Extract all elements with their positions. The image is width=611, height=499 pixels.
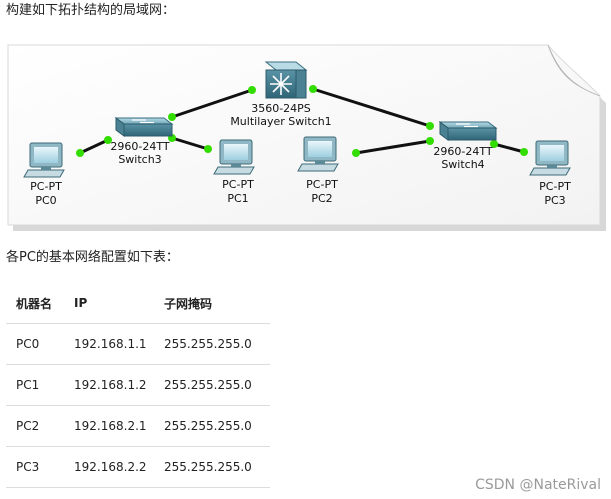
cell-hostname: PC1: [6, 364, 64, 406]
pc2-icon[interactable]: [297, 136, 339, 172]
port-dot: [426, 122, 434, 130]
table-row: PC1 192.168.1.2 255.255.255.0: [6, 364, 270, 406]
pc1-icon[interactable]: [213, 139, 255, 175]
port-dot: [168, 113, 176, 121]
port-dot: [490, 140, 498, 148]
cell-ip: 192.168.2.1: [64, 405, 154, 447]
column-header-subnet-mask: 子网掩码: [154, 283, 270, 324]
links: [79, 87, 525, 155]
pc3-type: PC-PT: [539, 180, 571, 193]
table-row: PC0 192.168.1.1 255.255.255.0: [6, 323, 270, 365]
cell-ip: 192.168.1.1: [64, 323, 154, 365]
cell-ip: 192.168.1.2: [64, 364, 154, 406]
port-dot: [76, 149, 84, 157]
cell-subnet-mask: 255.255.255.0: [154, 364, 270, 406]
cell-subnet-mask: 255.255.255.0: [154, 405, 270, 447]
link-pc2-switch4: [355, 139, 431, 155]
pc2-name: PC2: [311, 192, 332, 205]
paper-curl: [547, 44, 601, 97]
cell-hostname: PC0: [6, 323, 64, 365]
port-indicators: [76, 85, 528, 157]
switch3-model: 2960-24TT: [110, 140, 169, 153]
topology-diagram: 3560-24PS Multilayer Switch1 2960-24TT S…: [0, 40, 611, 235]
port-dot: [309, 85, 317, 93]
pc1-type: PC-PT: [222, 178, 254, 191]
table-row: PC2 192.168.2.1 255.255.255.0: [6, 405, 270, 447]
pc0-type: PC-PT: [30, 180, 62, 193]
switch4-icon[interactable]: [438, 121, 498, 141]
table-header-row: 机器名 IP 子网掩码: [6, 283, 270, 324]
column-header-ip: IP: [64, 283, 154, 324]
paper-background: [7, 44, 601, 226]
watermark: CSDN @NateRival: [475, 477, 601, 493]
port-dot: [520, 148, 528, 156]
core-switch-model: 3560-24PS: [251, 102, 311, 115]
pc3-name: PC3: [544, 194, 565, 207]
link-pc0-switch3: [79, 138, 109, 155]
pc0-name: PC0: [35, 194, 56, 207]
link-switch3-core: [171, 88, 253, 119]
port-dot: [426, 137, 434, 145]
pc3-icon[interactable]: [529, 140, 571, 176]
cell-hostname: PC2: [6, 405, 64, 447]
topology-svg: 3560-24PS Multilayer Switch1 2960-24TT S…: [7, 44, 606, 231]
link-switch3-pc1: [171, 136, 209, 151]
pc2-type: PC-PT: [306, 178, 338, 191]
multilayer-switch-icon[interactable]: [264, 61, 308, 99]
section-caption: 各PC的基本网络配置如下表：: [6, 250, 179, 265]
cell-hostname: PC3: [6, 446, 64, 488]
cell-ip: 192.168.2.2: [64, 446, 154, 488]
column-header-hostname: 机器名: [6, 283, 64, 324]
switch4-name: Switch4: [441, 158, 484, 171]
link-switch4-pc3: [493, 142, 525, 154]
port-dot: [104, 136, 112, 144]
port-dot: [248, 86, 256, 94]
cell-subnet-mask: 255.255.255.0: [154, 323, 270, 365]
intro-text: 构建如下拓扑结构的局域网：: [6, 3, 176, 18]
port-dot: [352, 149, 360, 157]
core-switch-name: Multilayer Switch1: [230, 115, 331, 128]
cell-subnet-mask: 255.255.255.0: [154, 446, 270, 488]
switch3-name: Switch3: [118, 153, 161, 166]
port-dot: [204, 145, 212, 153]
network-config-table: 机器名 IP 子网掩码 PC0 192.168.1.1 255.255.255.…: [6, 283, 270, 488]
link-core-switch4: [312, 87, 431, 128]
switch4-model: 2960-24TT: [433, 145, 492, 158]
pc1-name: PC1: [227, 192, 248, 205]
pc0-icon[interactable]: [23, 142, 65, 178]
table-row: PC3 192.168.2.2 255.255.255.0: [6, 446, 270, 488]
switch3-icon[interactable]: [114, 117, 174, 137]
